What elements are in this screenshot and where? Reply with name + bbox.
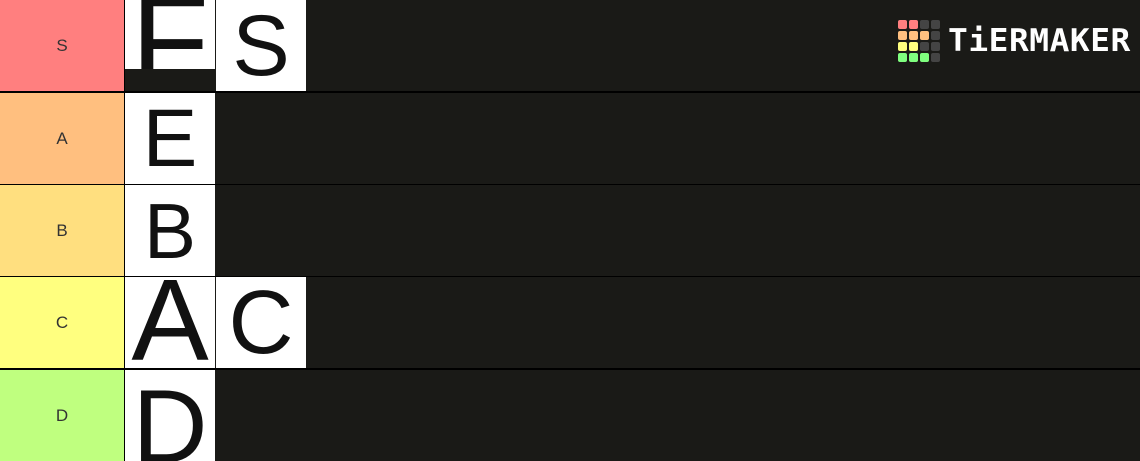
- tier-label-d[interactable]: D: [0, 370, 125, 461]
- tiermaker-wordmark: TiERMAKER: [947, 22, 1131, 59]
- tier-row-a: A E: [0, 93, 1140, 184]
- tier-items-s[interactable]: F S: [125, 0, 1140, 91]
- tier-item-e[interactable]: E: [125, 93, 215, 184]
- logo-grid-cell: [908, 31, 918, 40]
- tier-item-a[interactable]: A: [125, 277, 215, 368]
- logo-grid-cell: [908, 20, 918, 29]
- tier-item-f[interactable]: F: [125, 0, 215, 69]
- logo-grid-cell: [897, 42, 907, 51]
- logo-grid-cell: [930, 42, 940, 51]
- tier-label-a[interactable]: A: [0, 93, 125, 184]
- logo-grid-cell: [919, 31, 929, 40]
- logo-grid-cell: [930, 31, 940, 40]
- tier-label-c[interactable]: C: [0, 277, 125, 368]
- tier-row-b: B B: [0, 185, 1140, 276]
- logo-grid-cell: [919, 20, 929, 29]
- tier-item-d[interactable]: D: [125, 370, 215, 461]
- tier-items-d[interactable]: D: [125, 370, 1140, 461]
- logo-grid-cell: [908, 53, 918, 62]
- tier-items-a[interactable]: E: [125, 93, 1140, 184]
- tier-label-s[interactable]: S: [0, 0, 125, 91]
- tier-row-c: C A C: [0, 277, 1140, 368]
- tier-item-c[interactable]: C: [216, 277, 306, 368]
- tiermaker-logo: TiERMAKER: [897, 20, 1130, 62]
- logo-grid-cell: [897, 31, 907, 40]
- tier-item-b[interactable]: B: [125, 185, 215, 276]
- tier-items-b[interactable]: B: [125, 185, 1140, 276]
- tier-item-s[interactable]: S: [216, 0, 306, 91]
- logo-grid-cell: [919, 53, 929, 62]
- logo-grid-cell: [919, 42, 929, 51]
- logo-grid-cell: [930, 53, 940, 62]
- logo-grid-cell: [930, 20, 940, 29]
- logo-grid-cell: [908, 42, 918, 51]
- logo-grid-cell: [897, 53, 907, 62]
- tier-row-d: D D: [0, 370, 1140, 461]
- tier-label-b[interactable]: B: [0, 185, 125, 276]
- tier-items-c[interactable]: A C: [125, 277, 1140, 368]
- logo-grid-cell: [897, 20, 907, 29]
- tier-row-s: S F S: [0, 0, 1140, 91]
- tiermaker-grid-icon: [897, 20, 940, 62]
